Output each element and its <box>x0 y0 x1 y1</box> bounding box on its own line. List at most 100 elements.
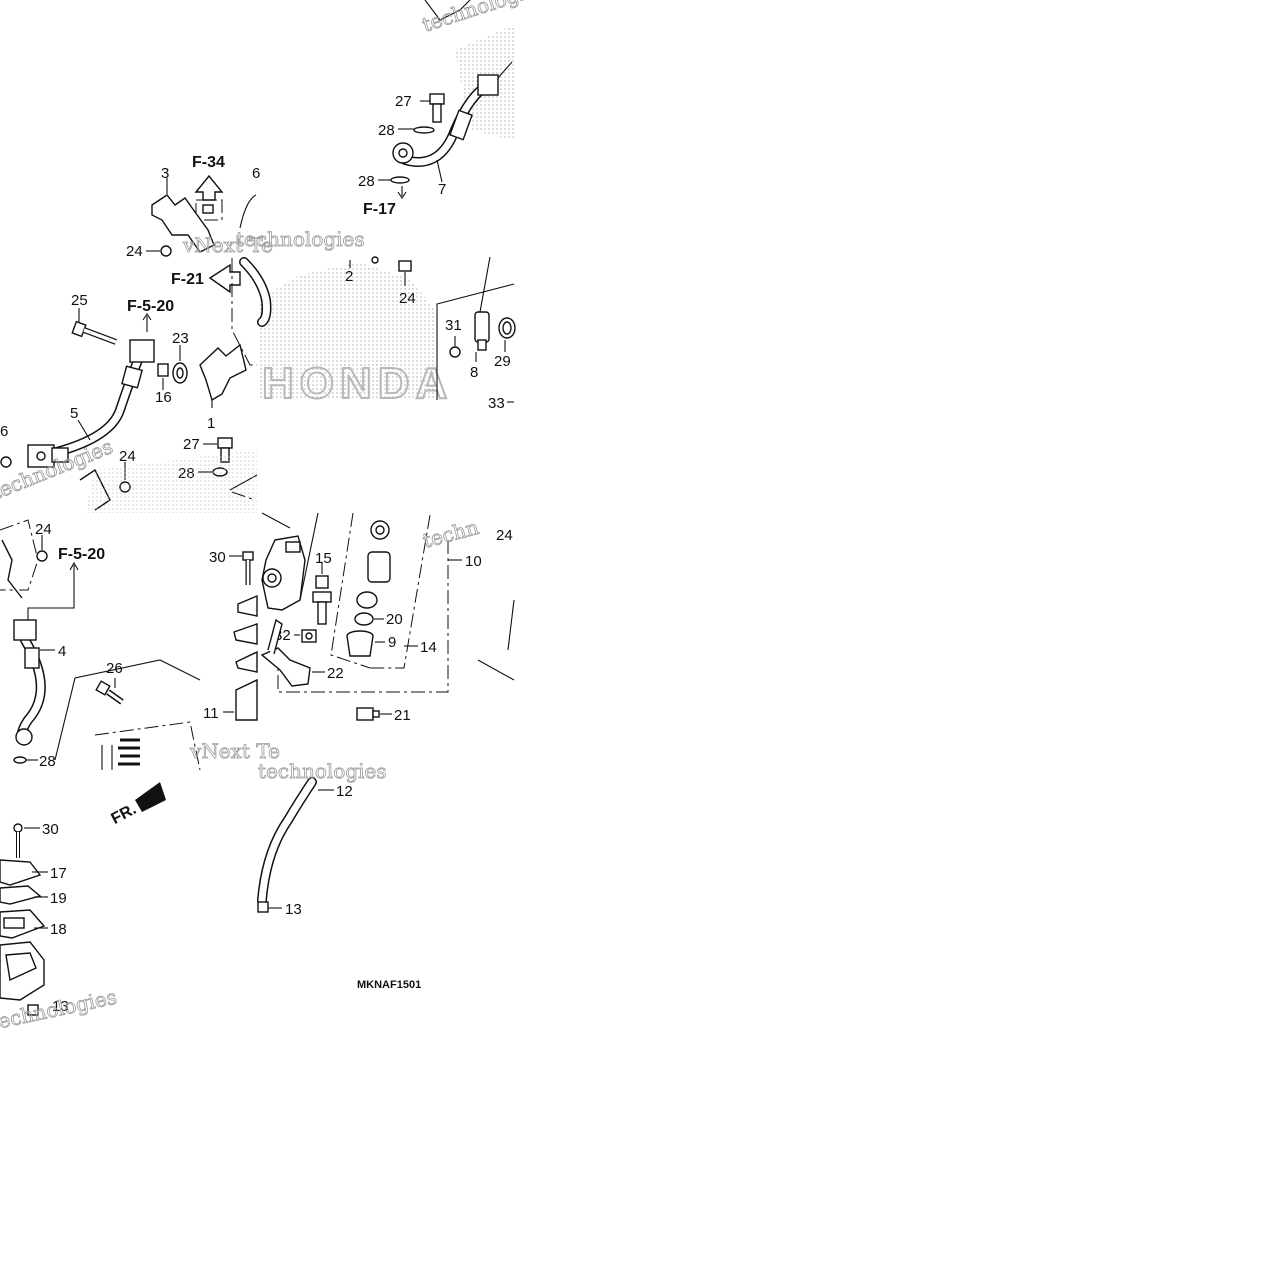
callout-8: 8 <box>470 364 478 381</box>
diaphragm-18 <box>0 909 46 939</box>
callout-29: 29 <box>494 353 511 370</box>
watermark: technologies <box>258 759 387 783</box>
callout-18: 18 <box>50 921 67 938</box>
callout-11: 11 <box>203 705 219 722</box>
brand-mark: HONDA <box>262 359 453 408</box>
brake-hose-4 <box>13 619 46 746</box>
nut-32 <box>301 629 317 643</box>
callout-33: 33 <box>488 395 505 412</box>
reservoir-cover-17 <box>0 859 42 886</box>
callout-1: 1 <box>207 415 215 432</box>
callout-14: 14 <box>420 639 437 656</box>
holder-1 <box>199 343 247 408</box>
callout-28: 28 <box>358 173 375 190</box>
master-cylinder-body <box>261 535 306 611</box>
callout-25: 25 <box>71 292 88 309</box>
tile-left-lower: 24 F-5-20 4 28 26 <box>0 519 280 771</box>
callout-24: 24 <box>126 243 143 260</box>
washer-28-lower <box>390 176 410 184</box>
screw-31 <box>449 346 461 358</box>
tile-bottom-center: 12 13 MKNAF1501 technologies <box>257 759 421 991</box>
bolt-27-upper <box>429 93 445 123</box>
callout-4: 4 <box>58 643 66 660</box>
brake-hose-7 <box>392 61 513 167</box>
spring <box>118 738 140 766</box>
callout-28: 28 <box>39 753 56 770</box>
callout-24: 24 <box>399 290 416 307</box>
watermark: technologies <box>419 0 549 37</box>
callout-31: 31 <box>445 317 462 334</box>
callout-2: 2 <box>345 268 353 285</box>
washer-28-upper <box>413 126 435 134</box>
clip-13 <box>257 901 269 913</box>
plate-19 <box>0 885 42 905</box>
callout-9: 9 <box>388 634 396 651</box>
tile-left-upper: F-34 3 24 6 F-21 25 F-5-20 <box>0 154 273 513</box>
callout-27: 27 <box>183 436 200 453</box>
callout-23: 23 <box>172 330 189 347</box>
brake-hose-5 <box>27 339 155 468</box>
drawing-code: MKNAF1501 <box>357 979 421 991</box>
f34-arrow <box>194 174 224 221</box>
callout-24: 24 <box>496 527 513 544</box>
bolt-25 <box>71 320 118 345</box>
ref-f520-upper: F-5-20 <box>127 298 174 315</box>
ref-f17: F-17 <box>363 201 396 218</box>
reservoir-body <box>0 941 45 1001</box>
callout-5: 5 <box>70 405 78 422</box>
bracket-3 <box>151 194 215 253</box>
callout-26: 26 <box>106 660 123 677</box>
callout-15: 15 <box>315 550 332 567</box>
piston-15 <box>312 575 332 625</box>
callout-10: 10 <box>465 553 482 570</box>
bolt-24-center <box>398 260 412 272</box>
boot-9 <box>346 630 374 657</box>
front-arrow-label: FR. <box>108 801 139 828</box>
callout-22: 22 <box>327 665 344 682</box>
callout-12: 12 <box>336 783 353 800</box>
callout-3: 3 <box>161 165 169 182</box>
pushrod-22 <box>260 618 311 687</box>
ref-f520-lower: F-5-20 <box>58 546 105 563</box>
callout-13: 13 <box>285 901 302 918</box>
front-arrow <box>135 782 166 812</box>
collar-16 <box>157 363 169 377</box>
bolt-30-lower <box>13 823 23 858</box>
watermark: technologies <box>236 227 365 251</box>
callout-6: 6 <box>252 165 260 182</box>
callout-7: 7 <box>438 181 446 198</box>
tile-center: HONDA 2 24 29 31 8 33 <box>239 256 516 412</box>
callout-19: 19 <box>50 890 67 907</box>
callout-20: 20 <box>386 611 403 628</box>
bolt-30 <box>242 551 254 585</box>
callout-28: 28 <box>378 122 395 139</box>
bolt-26 <box>95 680 124 705</box>
stoplight-switch-8 <box>474 311 490 351</box>
ref-f34: F-34 <box>192 154 225 171</box>
watermark: vNext Te <box>182 233 273 257</box>
callout-27: 27 <box>395 93 412 110</box>
callout-17: 17 <box>50 865 67 882</box>
tile-bottom-left: FR. 30 17 19 18 13 technologies <box>0 782 166 1035</box>
nut-24 <box>160 245 172 257</box>
reservoir-hose-12 <box>257 777 317 905</box>
nut-24-lower <box>36 550 48 562</box>
circlip-20 <box>354 612 374 626</box>
callout-16: 16 <box>155 389 172 406</box>
piston-kit <box>356 520 391 609</box>
reservoir-cap-stack <box>233 594 258 721</box>
f21-arrow <box>208 263 241 294</box>
inset-box-switch: 29 31 8 33 <box>436 256 516 412</box>
callout-30: 30 <box>42 821 59 838</box>
callout-21: 21 <box>394 707 411 724</box>
ref-f21: F-21 <box>171 271 204 288</box>
callout-24: 24 <box>35 521 52 538</box>
grommet-23 <box>172 362 188 384</box>
callout-30: 30 <box>209 549 226 566</box>
watermark: vNext Te <box>189 739 280 763</box>
callout-13: 13 <box>52 998 69 1015</box>
pin-21 <box>356 707 380 721</box>
callout-6: 6 <box>0 423 8 440</box>
tile-upper-right: 27 28 28 7 F-17 technologies <box>358 0 549 218</box>
